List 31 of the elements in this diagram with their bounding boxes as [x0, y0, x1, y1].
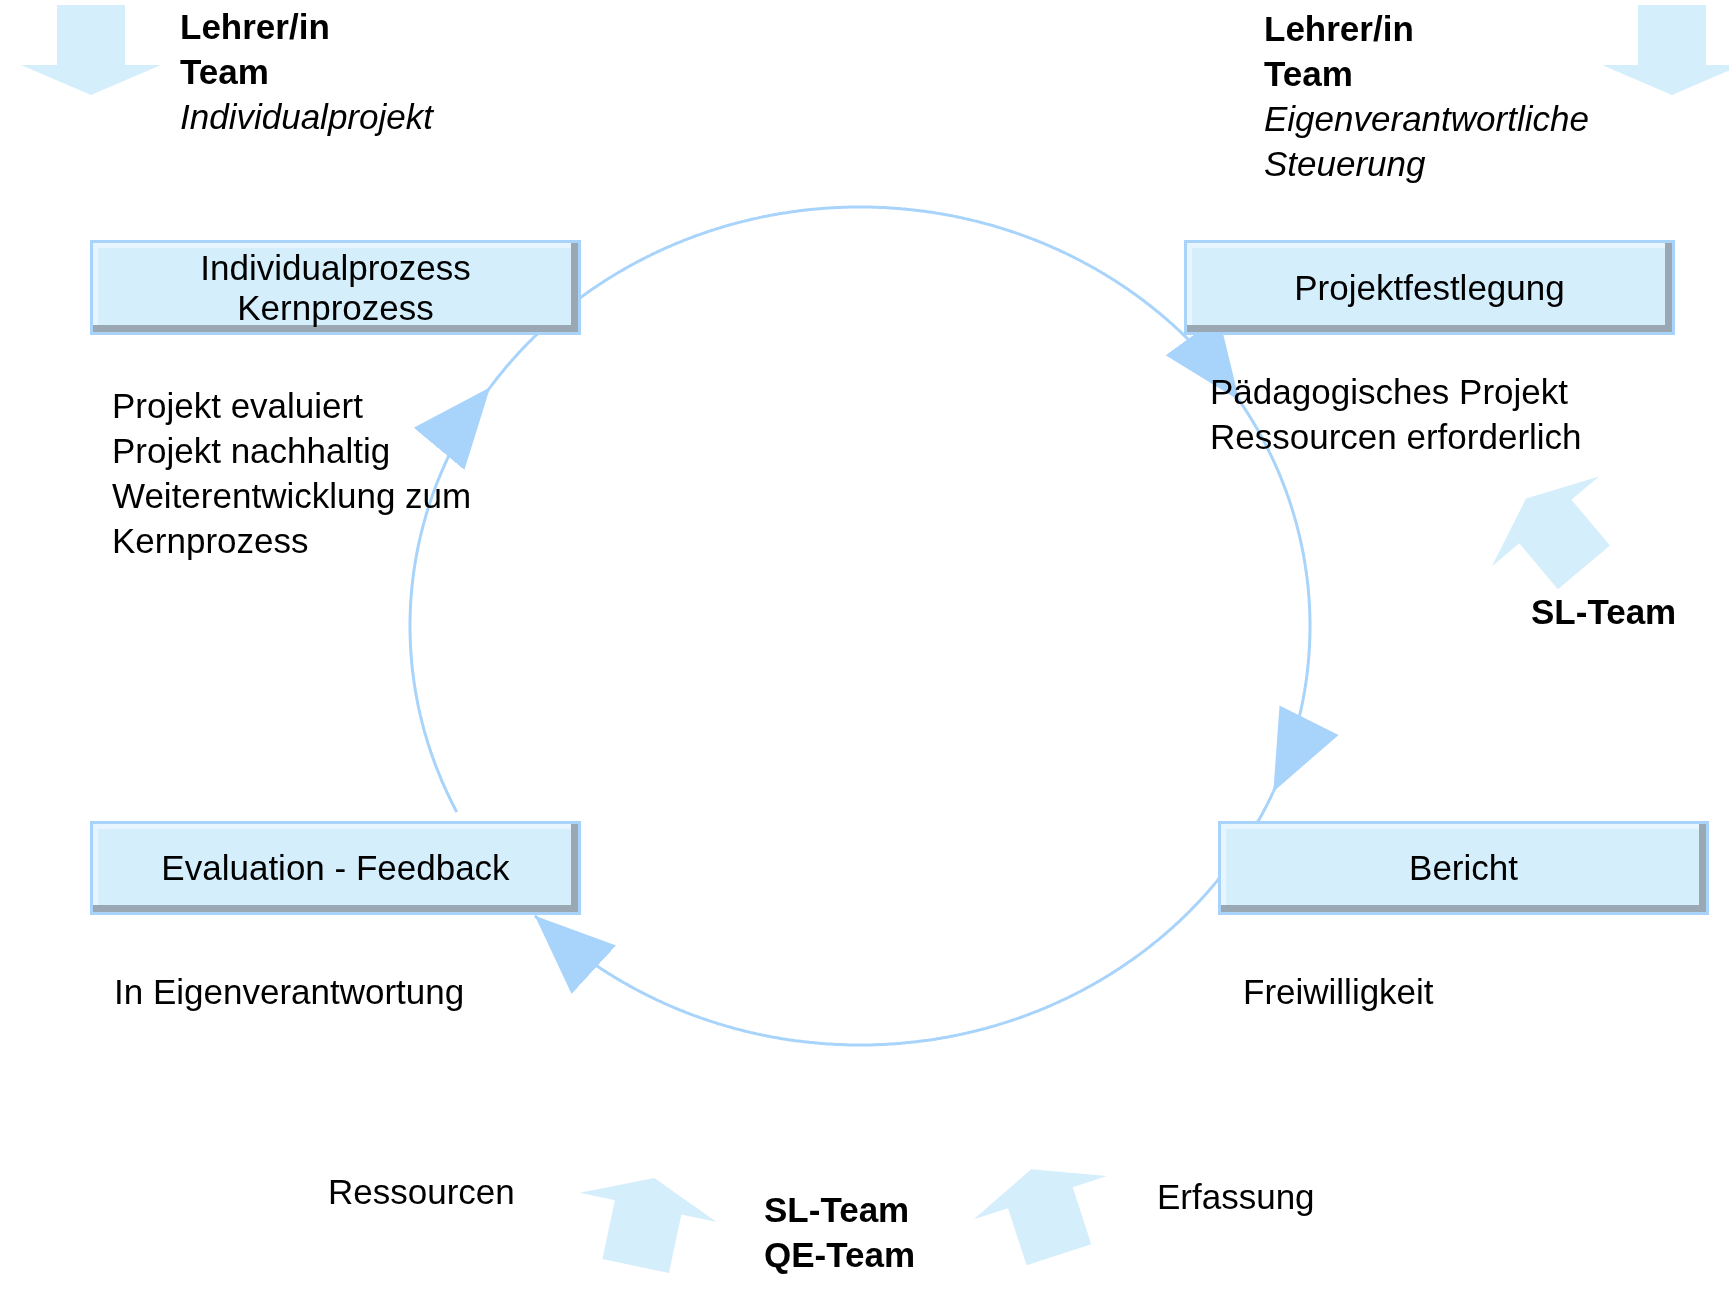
box-label: Projektfestlegung	[1294, 267, 1565, 308]
note-text: Weiterentwicklung zum Kernprozess	[112, 475, 473, 562]
note-text: Individualprojekt	[180, 96, 433, 138]
arrow	[1238, 399, 1339, 793]
arrow	[408, 386, 492, 813]
note-text: Projekt nachhaltig	[112, 430, 391, 472]
note-text: Erfassung	[1157, 1176, 1315, 1218]
note-text: Projekt evaluiert	[112, 385, 363, 427]
note-text: Eigenverantwortliche Steuerung	[1264, 98, 1590, 185]
note-text: Team	[180, 51, 269, 93]
note-text: Freiwilligkeit	[1243, 971, 1434, 1013]
process-box	[1184, 240, 1675, 335]
arrow	[533, 791, 1275, 1047]
note-text: Ressourcen	[328, 1171, 515, 1213]
process-box	[1218, 821, 1709, 915]
note-text: Lehrer/in	[180, 6, 330, 48]
note-text: Lehrer/in	[1264, 8, 1414, 50]
process-box	[90, 240, 581, 335]
box-label: Evaluation - Feedback	[161, 848, 510, 888]
note-text: SL-Team	[764, 1189, 910, 1231]
arrow	[489, 205, 1241, 402]
note-text: Ressourcen erforderlich	[1210, 416, 1582, 458]
box-label: Bericht	[1409, 848, 1518, 888]
box-label: Individualprozess	[200, 247, 471, 288]
note-text: QE-Team	[764, 1234, 916, 1276]
note-text: In Eigenverantwortung	[114, 971, 465, 1013]
note-text: Team	[1264, 53, 1353, 95]
process-box	[90, 821, 581, 915]
box-label: Kernprozess	[237, 287, 434, 328]
note-text: SL-Team	[1531, 591, 1677, 633]
note-text: Pädagogisches Projekt	[1210, 371, 1568, 413]
